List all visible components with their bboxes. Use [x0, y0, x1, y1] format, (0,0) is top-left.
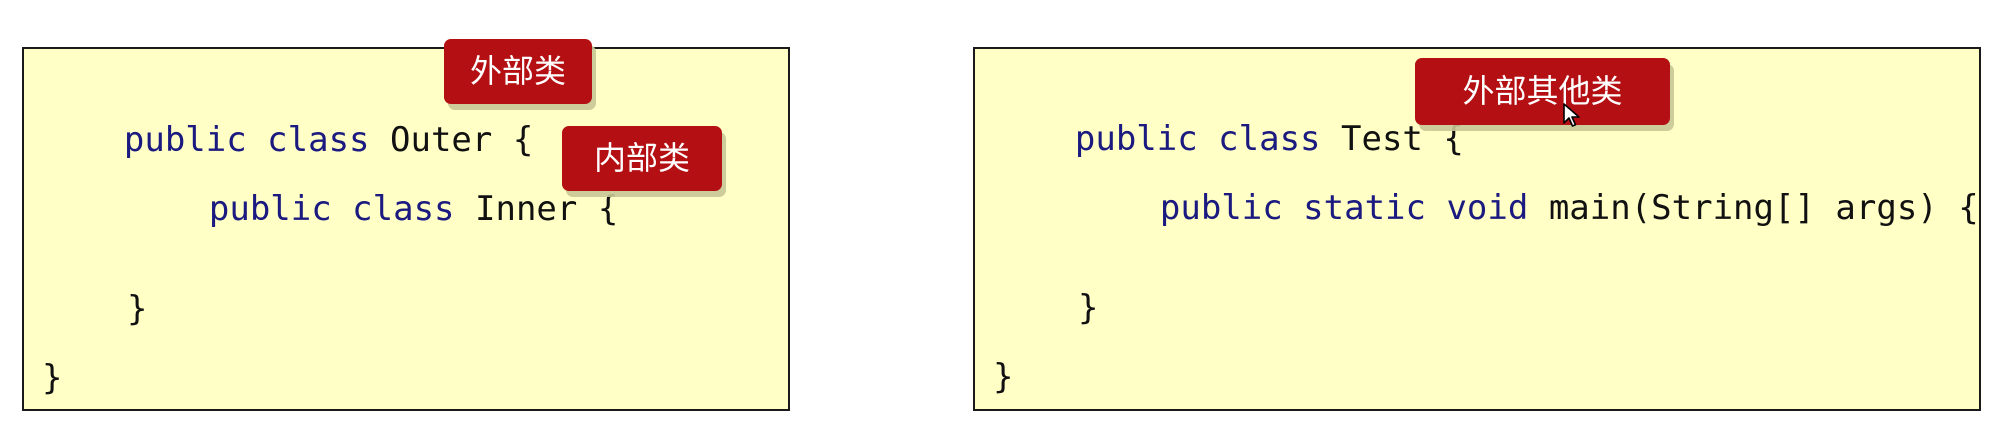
inner-class-tag: 内部类	[562, 126, 722, 191]
outer-closing-brace: }	[42, 358, 63, 398]
keyword-public-class: public class	[1074, 119, 1321, 159]
main-closing-brace: }	[1078, 288, 1099, 328]
code-line-outer-class: public class Outer {	[42, 80, 533, 200]
mouse-cursor-icon	[1563, 103, 1580, 127]
other-outer-class-tag: 外部其他类	[1415, 58, 1670, 125]
outer-class-tag: 外部类	[444, 39, 592, 104]
inner-closing-brace: }	[127, 289, 148, 329]
test-closing-brace: }	[993, 357, 1014, 397]
main-method-signature: main(String[] args) {	[1528, 188, 1979, 228]
outer-class-code-box: public class Outer { public class Inner …	[22, 47, 790, 411]
outer-class-name: Outer {	[369, 120, 534, 160]
keyword-public-static-void: public static void	[1159, 188, 1529, 228]
keyword-public-class: public class	[208, 189, 455, 229]
code-line-test-class: public class Test {	[993, 79, 1464, 199]
code-line-main-method: public static void main(String[] args) {	[1078, 148, 1979, 268]
code-line-inner-class: public class Inner {	[127, 149, 618, 269]
test-class-name: Test {	[1320, 119, 1464, 159]
keyword-public-class: public class	[123, 120, 370, 160]
inner-class-name: Inner {	[454, 189, 619, 229]
